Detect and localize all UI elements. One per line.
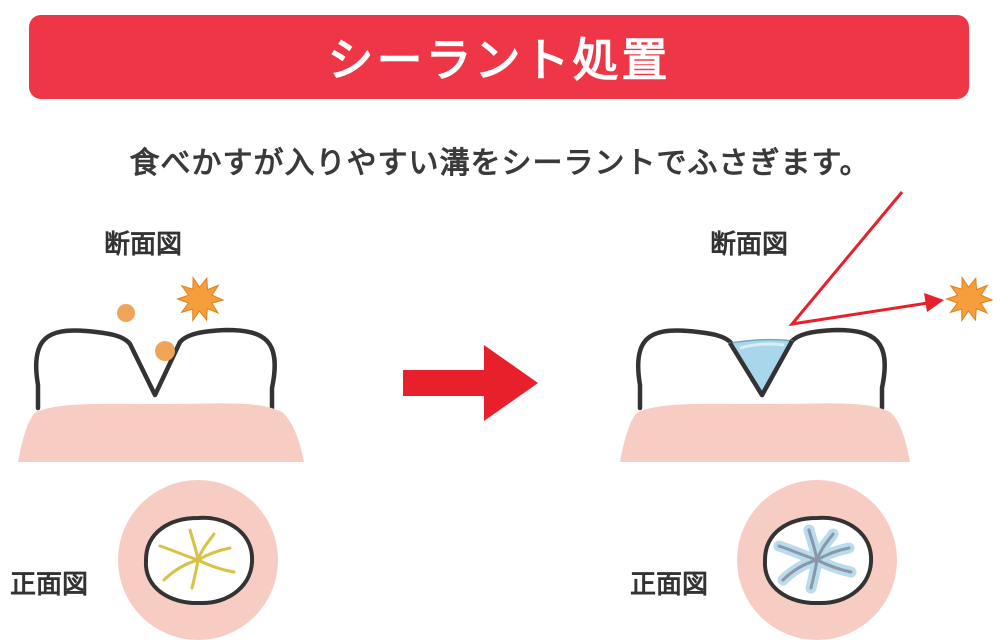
groove-before — [158, 528, 236, 590]
front-view-label-before: 正面図 — [10, 570, 89, 600]
front-view-label-after: 正面図 — [630, 570, 709, 600]
gum-before — [18, 403, 304, 462]
cross-section-after — [620, 191, 994, 462]
tooth-crown-before — [33, 327, 277, 411]
gum-after — [620, 403, 910, 462]
bacteria-icon — [945, 276, 994, 323]
food-particle — [155, 341, 175, 361]
groove-after — [777, 528, 853, 590]
food-particle — [117, 304, 135, 322]
description-text: 食べかすが入りやすい溝をシーラントでふさぎます。 — [129, 146, 871, 181]
deflect-arrowhead-icon — [924, 293, 944, 312]
arrow-right-icon — [403, 345, 538, 421]
groove-outline-after — [728, 339, 794, 398]
sealant-highlight — [739, 342, 785, 350]
front-view-after — [737, 480, 897, 640]
bacteria-icon — [176, 276, 225, 323]
cross-section-label-after: 断面図 — [710, 230, 789, 260]
front-view-before — [118, 480, 278, 640]
title-banner: シーラント処置 — [29, 15, 969, 99]
deflect-line — [788, 191, 929, 327]
cross-section-before — [18, 276, 304, 462]
page-title: シーラント処置 — [327, 33, 671, 87]
cross-section-label-before: 断面図 — [104, 230, 183, 260]
